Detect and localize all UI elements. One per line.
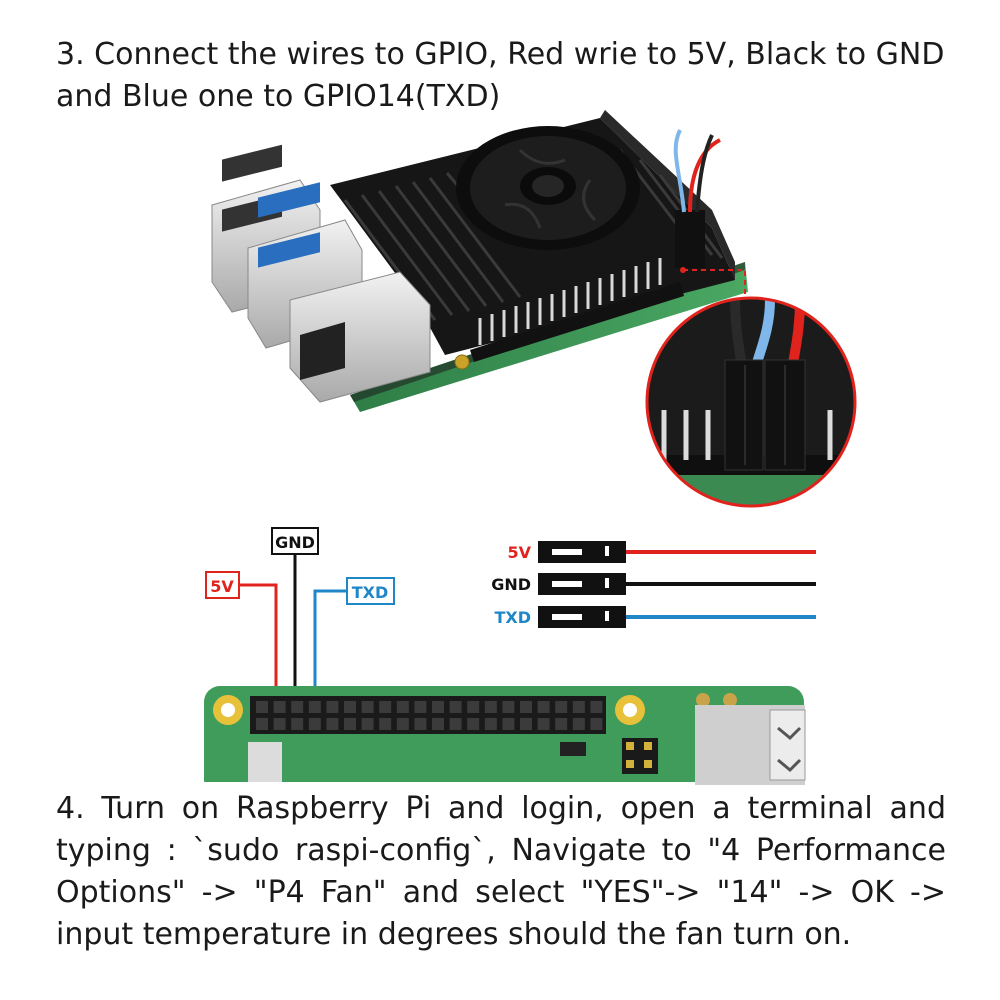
gpio-pin bbox=[502, 718, 515, 730]
gpio-pin bbox=[414, 718, 427, 730]
gpio-pin bbox=[361, 718, 374, 730]
gpio-pin bbox=[590, 718, 603, 730]
gpio-header-pins bbox=[478, 258, 662, 345]
gpio-pin bbox=[502, 701, 515, 713]
pcb-board bbox=[350, 262, 748, 412]
gpio-pin bbox=[537, 701, 550, 713]
gpio-pin bbox=[555, 701, 568, 713]
gpio-pin bbox=[414, 701, 427, 713]
gpio-header bbox=[250, 696, 606, 734]
gpio-pin bbox=[326, 718, 339, 730]
gpio-pin bbox=[432, 701, 444, 713]
gpio-pin bbox=[273, 718, 286, 730]
gpio-pin bbox=[572, 718, 585, 730]
connector-txd: TXD bbox=[494, 606, 816, 628]
gpio-pin bbox=[572, 701, 585, 713]
label-5v-text: 5V bbox=[210, 577, 234, 596]
gpio-pin bbox=[396, 701, 409, 713]
connector-txd-label: TXD bbox=[494, 608, 531, 627]
gpio-pin bbox=[537, 718, 550, 730]
fan-connector-housing bbox=[675, 210, 705, 268]
gpio-pin bbox=[379, 718, 392, 730]
fan-wires-blue bbox=[673, 129, 686, 213]
gpio-pin bbox=[256, 718, 268, 730]
gpio-pin-grid bbox=[256, 701, 603, 730]
wire-txd-blue bbox=[313, 589, 347, 700]
label-txd-text: TXD bbox=[352, 583, 389, 602]
label-txd: TXD bbox=[346, 577, 395, 605]
wire-5v-red bbox=[239, 583, 278, 700]
gpio-pin bbox=[326, 701, 339, 713]
mounting-hole-left bbox=[213, 695, 243, 725]
cooling-fan bbox=[456, 126, 640, 250]
zoom-leader-line bbox=[683, 269, 746, 298]
gpio-pin bbox=[379, 701, 392, 713]
fan-wires-red bbox=[688, 138, 721, 213]
gpio-pin bbox=[449, 701, 462, 713]
fan-wires-black bbox=[695, 134, 714, 213]
label-gnd-text: GND bbox=[275, 533, 315, 552]
connector-5v: 5V bbox=[507, 541, 816, 563]
gpio-pin bbox=[308, 701, 321, 713]
connector-gnd-label: GND bbox=[491, 575, 531, 594]
label-5v: 5V bbox=[205, 571, 240, 599]
gpio-pin bbox=[520, 718, 532, 730]
step-4-instruction: 4. Turn on Raspberry Pi and login, open … bbox=[56, 791, 946, 952]
connector-gnd: GND bbox=[491, 573, 816, 595]
gpio-pin bbox=[449, 718, 462, 730]
gpio-pin bbox=[555, 718, 568, 730]
label-gnd: GND bbox=[271, 527, 319, 555]
gpio-pin bbox=[590, 701, 603, 713]
gpio-pin bbox=[396, 718, 409, 730]
gpio-pin bbox=[484, 718, 497, 730]
usb-ports bbox=[211, 144, 363, 349]
gpio-pin bbox=[467, 701, 480, 713]
pi-board bbox=[204, 686, 804, 796]
step-3-instruction: 3. Connect the wires to GPIO, Red wrie t… bbox=[56, 37, 945, 114]
gpio-pin bbox=[256, 701, 268, 713]
gpio-pin bbox=[273, 701, 286, 713]
gpio-pin bbox=[308, 718, 321, 730]
connector-zoom-inset bbox=[645, 296, 857, 508]
heatsink-body bbox=[330, 118, 735, 355]
gpio-pin bbox=[467, 718, 480, 730]
gpio-pin bbox=[432, 718, 444, 730]
gpio-pin bbox=[344, 718, 356, 730]
gpio-pin bbox=[361, 701, 374, 713]
gpio-pin bbox=[520, 701, 532, 713]
gpio-pin bbox=[484, 701, 497, 713]
ethernet-port bbox=[289, 271, 470, 403]
connector-5v-label: 5V bbox=[507, 543, 531, 562]
board-usb-port bbox=[695, 705, 806, 785]
gpio-pin bbox=[291, 718, 304, 730]
mounting-hole-right bbox=[615, 695, 645, 725]
heatsink-fins bbox=[343, 149, 724, 321]
gpio-wiring-diagram: GND 5V TXD bbox=[204, 527, 816, 802]
svg-text:ETHERNET: ETHERNET bbox=[378, 370, 411, 387]
gpio-pin bbox=[344, 701, 356, 713]
gpio-pin bbox=[291, 701, 304, 713]
raspberry-pi-with-heatsink-fan: ETHERNET bbox=[211, 110, 748, 412]
